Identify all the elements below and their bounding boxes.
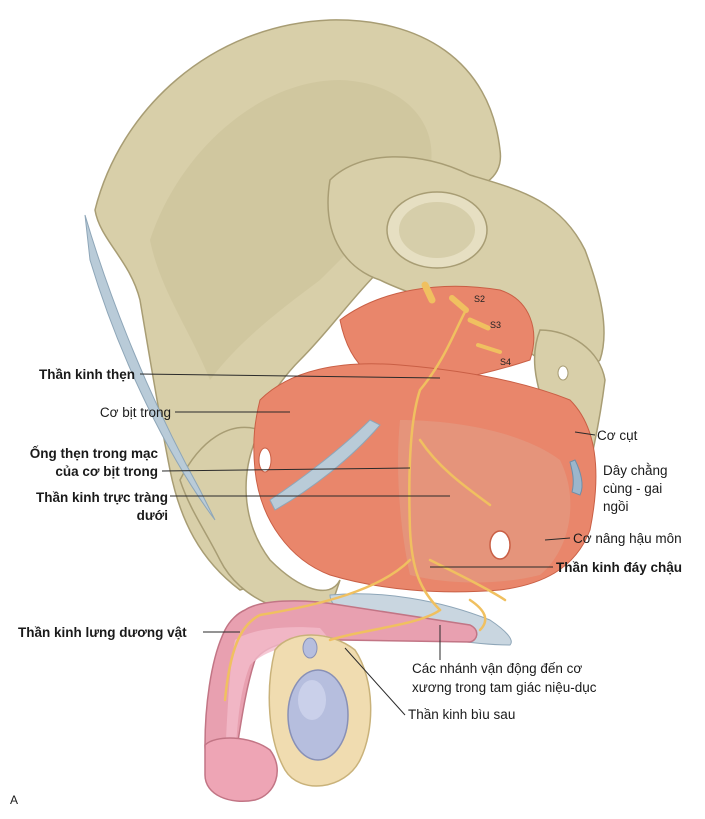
leader-levator-ani [544, 537, 571, 541]
sacral-root-s3 [467, 317, 491, 331]
label-sacrospinous-2: cùng - gai [603, 481, 663, 496]
leader-pudendal-nerve [139, 373, 441, 379]
tendinous-arch [269, 419, 381, 511]
glans [204, 737, 278, 802]
label-inferior-rectal-1: Thần kinh trực tràng [35, 490, 168, 505]
label-pudendal-nerve: Thần kinh thẹn [39, 367, 135, 382]
label-levator-ani: Cơ nâng hậu môn [573, 531, 682, 546]
label-perineal-nerve: Thần kinh đáy chậu [556, 560, 683, 575]
spermatic-cord [302, 637, 318, 659]
label-inferior-rectal-2: dưới [136, 508, 168, 523]
sacrospinous-ligament [569, 459, 583, 496]
sacral-label-s3: S3 [490, 320, 502, 330]
leader-posterior-scrotal [344, 647, 406, 716]
sacral-label-s4: S4 [500, 357, 512, 367]
penis-shaft-inner [226, 627, 330, 745]
sacral-root-s1 [421, 281, 436, 304]
sciatic-foramen [557, 365, 569, 381]
label-obturator-internus: Cơ bịt trong [99, 405, 171, 420]
label-pudendal-canal-2: của cơ bịt trong [55, 464, 158, 479]
label-pudendal-canal-1: Ống thẹn trong mạc [29, 446, 158, 461]
inferior-rectal-branch [418, 438, 492, 507]
ischium-bone [179, 426, 341, 614]
label-dorsal-nerve-penis: Thần kinh lưng dương vật [18, 625, 187, 640]
label-sacrospinous-3: ngồi [603, 499, 629, 514]
figure-letter: A [10, 793, 19, 807]
label-posterior-scrotal: Thần kinh bìu sau [408, 707, 516, 722]
sacral-root-s4 [476, 343, 502, 354]
ilium-fossa-shadow [150, 80, 432, 380]
label-motor-branches-2: xương trong tam giác niệu-dục [412, 680, 597, 695]
sacral-label-s2: S2 [474, 294, 486, 304]
anal-opening [489, 530, 511, 560]
label-coccygeus: Cơ cụt [597, 428, 638, 443]
leader-coccygeus [574, 431, 596, 436]
motor-branch [468, 598, 487, 632]
label-sacrospinous-1: Dây chằng [603, 463, 668, 478]
pudendal-nerve-path [408, 308, 468, 612]
inguinal-ligament [84, 214, 216, 521]
dorsal-nerve-branch [223, 558, 412, 702]
leader-pudendal-canal [161, 467, 411, 472]
label-motor-branches-1: Các nhánh vận động đến cơ [412, 661, 583, 676]
scrotal-branch [328, 608, 442, 642]
perineal-branch [428, 558, 507, 602]
obturator-foramen [258, 447, 272, 473]
sacral-root-s2 [449, 295, 469, 313]
